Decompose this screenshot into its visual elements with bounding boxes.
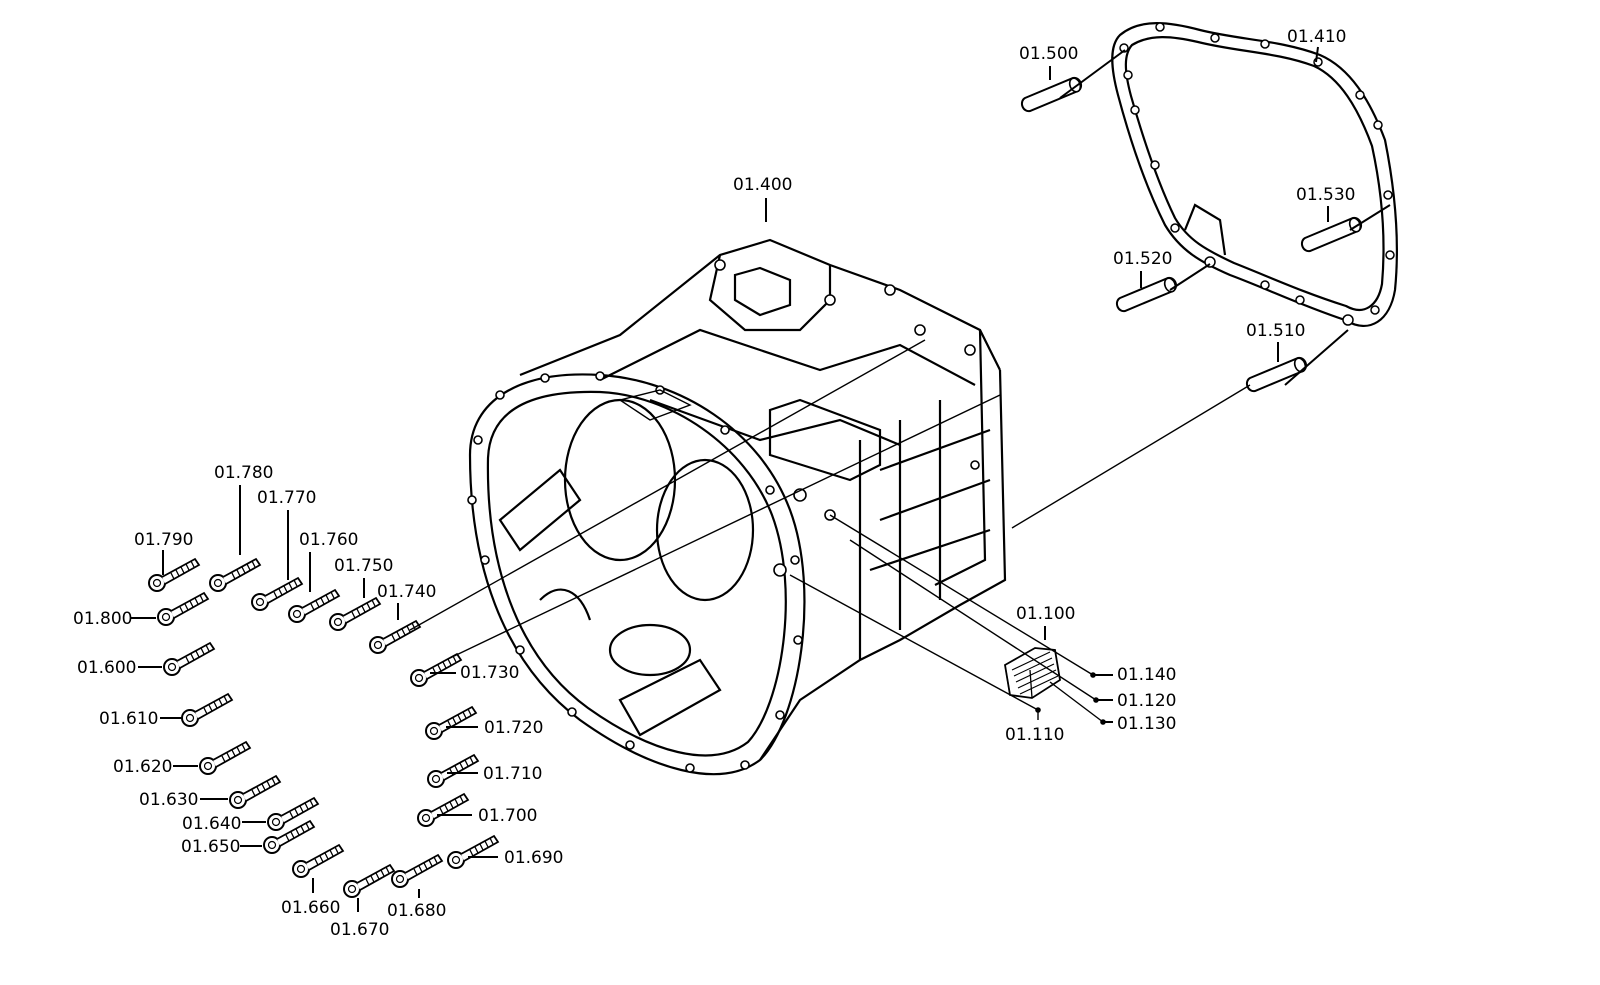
label-01-610: 01.610 [99,709,158,729]
label-01-630: 01.630 [139,790,198,810]
label-01-770: 01.770 [257,488,316,508]
part-labels: 01.400 01.410 01.500 01.510 01.520 01.53… [73,27,1355,940]
label-01-700: 01.700 [478,806,537,826]
label-01-680: 01.680 [387,901,446,921]
label-01-660: 01.660 [281,898,340,918]
label-01-140: 01.140 [1117,665,1176,685]
vent-plate [1004,647,1061,699]
label-01-120: 01.120 [1117,691,1176,711]
label-01-760: 01.760 [299,530,358,550]
dowel-pin-01-500 [1020,75,1084,113]
label-01-690: 01.690 [504,848,563,868]
label-01-740: 01.740 [377,582,436,602]
dowel-pin-01-530 [1300,215,1364,253]
label-01-650: 01.650 [181,837,240,857]
flange-bolt-holes [467,259,980,773]
label-01-410: 01.410 [1287,27,1346,47]
label-01-640: 01.640 [182,814,241,834]
label-01-620: 01.620 [113,757,172,777]
label-01-130: 01.130 [1117,714,1176,734]
label-01-510: 01.510 [1246,321,1305,341]
label-01-780: 01.780 [214,463,273,483]
label-01-790: 01.790 [134,530,193,550]
label-01-110: 01.110 [1005,725,1064,745]
label-01-520: 01.520 [1113,249,1172,269]
dowel-pin-01-520 [1115,275,1179,313]
label-01-530: 01.530 [1296,185,1355,205]
label-01-800: 01.800 [73,609,132,629]
label-01-600: 01.600 [77,658,136,678]
label-01-720: 01.720 [484,718,543,738]
label-01-400: 01.400 [733,175,792,195]
label-01-670: 01.670 [330,920,389,940]
label-01-100: 01.100 [1016,604,1075,624]
label-01-750: 01.750 [334,556,393,576]
label-01-730: 01.730 [460,663,519,683]
leader-lines [131,46,1391,912]
gasket [1111,22,1399,327]
label-01-500: 01.500 [1019,44,1078,64]
label-01-710: 01.710 [483,764,542,784]
transmission-housing [467,238,1007,776]
